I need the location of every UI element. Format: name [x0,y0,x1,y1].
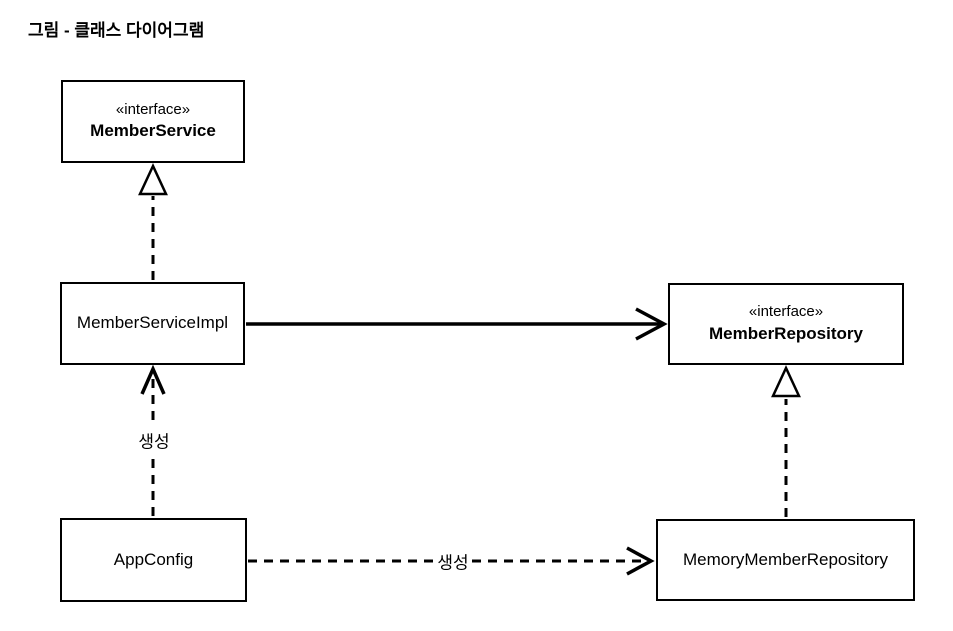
class-box-memberserviceimpl: MemberServiceImpl [60,282,245,365]
class-box-memberrepository: «interface» MemberRepository [668,283,904,365]
class-box-memorymemberrepository: MemoryMemberRepository [656,519,915,601]
edge-label-create: 생성 [135,426,173,454]
class-box-memberservice: «interface» MemberService [61,80,245,163]
edge-realization-memberservice [138,163,168,280]
class-name: MemoryMemberRepository [683,549,888,569]
class-name: MemberRepository [709,323,863,343]
edge-association-memberrepository [246,307,668,341]
stereotype-label: «interface» [748,303,824,321]
class-name: AppConfig [113,549,194,569]
class-box-appconfig: AppConfig [60,518,247,602]
edge-label-create: 생성 [434,547,472,575]
edge-realization-memoryrepository [771,365,801,517]
class-name: MemberService [90,121,216,141]
diagram-title: 그림 - 클래스 다이어그램 [28,21,205,40]
class-name: MemberServiceImpl [76,313,229,333]
stereotype-label: «interface» [115,100,191,118]
